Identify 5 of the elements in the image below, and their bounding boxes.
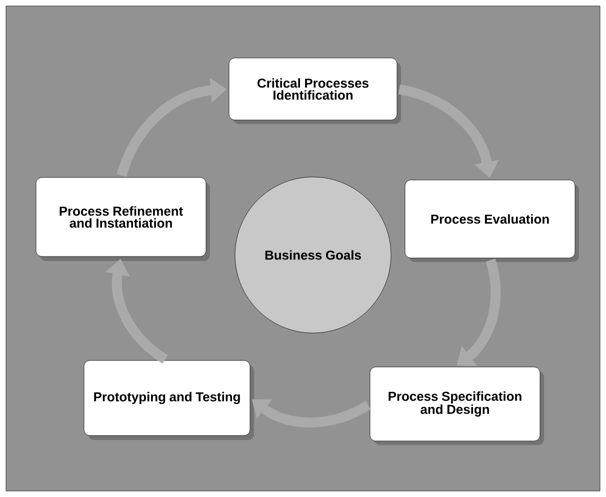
process-box: Process Specification and Design [370, 366, 540, 442]
process-box: Process Evaluation [404, 180, 576, 258]
process-box: Process Refinement and Instantiation [36, 177, 206, 257]
process-box: Prototyping and Testing [84, 360, 250, 436]
process-box: Critical Processes Identification [228, 58, 398, 120]
